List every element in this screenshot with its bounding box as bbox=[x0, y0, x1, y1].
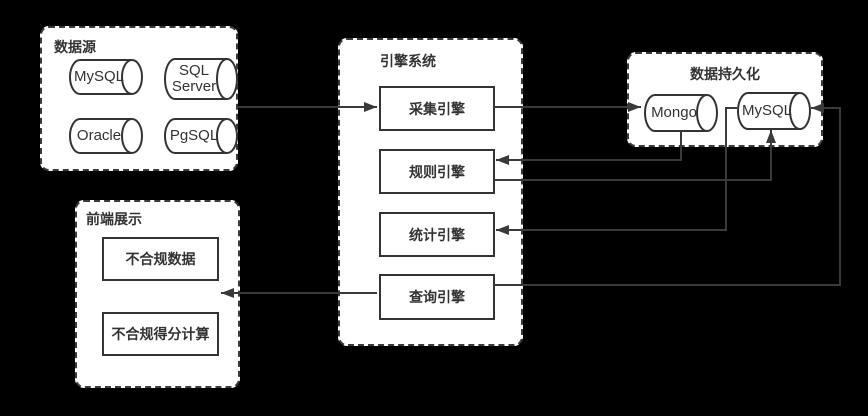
persistence-title: 数据持久化 bbox=[690, 66, 760, 82]
engine-system-title: 引擎系统 bbox=[380, 53, 436, 69]
sqlserver-source-node: SQL Server bbox=[164, 58, 238, 100]
db-label: MySQL bbox=[73, 68, 124, 86]
mysql-source-node: MySQL bbox=[69, 59, 143, 95]
datasource-panel: 数据源 MySQL SQL Server Oracle bbox=[40, 26, 238, 171]
db-label: Oracle bbox=[76, 127, 122, 145]
pgsql-source-node: PgSQL bbox=[164, 118, 238, 154]
oracle-source-node: Oracle bbox=[69, 118, 143, 154]
db-label: PgSQL bbox=[169, 127, 219, 145]
database-cylinder-icon bbox=[164, 58, 238, 100]
db-label: SQL Server bbox=[171, 62, 217, 95]
noncompliant-score-node: 不合规得分计算 bbox=[102, 312, 219, 356]
database-cylinder-icon bbox=[164, 118, 238, 154]
db-label: Mongo bbox=[651, 104, 697, 122]
query-engine-node: 查询引擎 bbox=[379, 274, 495, 320]
frontend-panel: 前端展示 不合规数据 不合规得分计算 bbox=[75, 200, 240, 388]
collection-engine-node: 采集引擎 bbox=[379, 86, 495, 131]
persistence-panel: 数据持久化 Mongo MySQL bbox=[627, 52, 823, 147]
mysql-persistence-node: MySQL bbox=[737, 92, 811, 130]
database-cylinder-icon bbox=[69, 118, 143, 154]
frontend-title: 前端展示 bbox=[86, 211, 142, 227]
engine-system-panel: 引擎系统 采集引擎 规则引擎 统计引擎 查询引擎 bbox=[338, 38, 523, 346]
db-label: MySQL bbox=[741, 102, 792, 120]
datasource-title: 数据源 bbox=[54, 39, 96, 55]
rule-engine-node: 规则引擎 bbox=[379, 149, 495, 194]
noncompliant-data-node: 不合规数据 bbox=[102, 237, 219, 281]
database-cylinder-icon bbox=[69, 59, 143, 95]
statistics-engine-node: 统计引擎 bbox=[379, 212, 495, 257]
mongo-persistence-node: Mongo bbox=[644, 94, 718, 132]
